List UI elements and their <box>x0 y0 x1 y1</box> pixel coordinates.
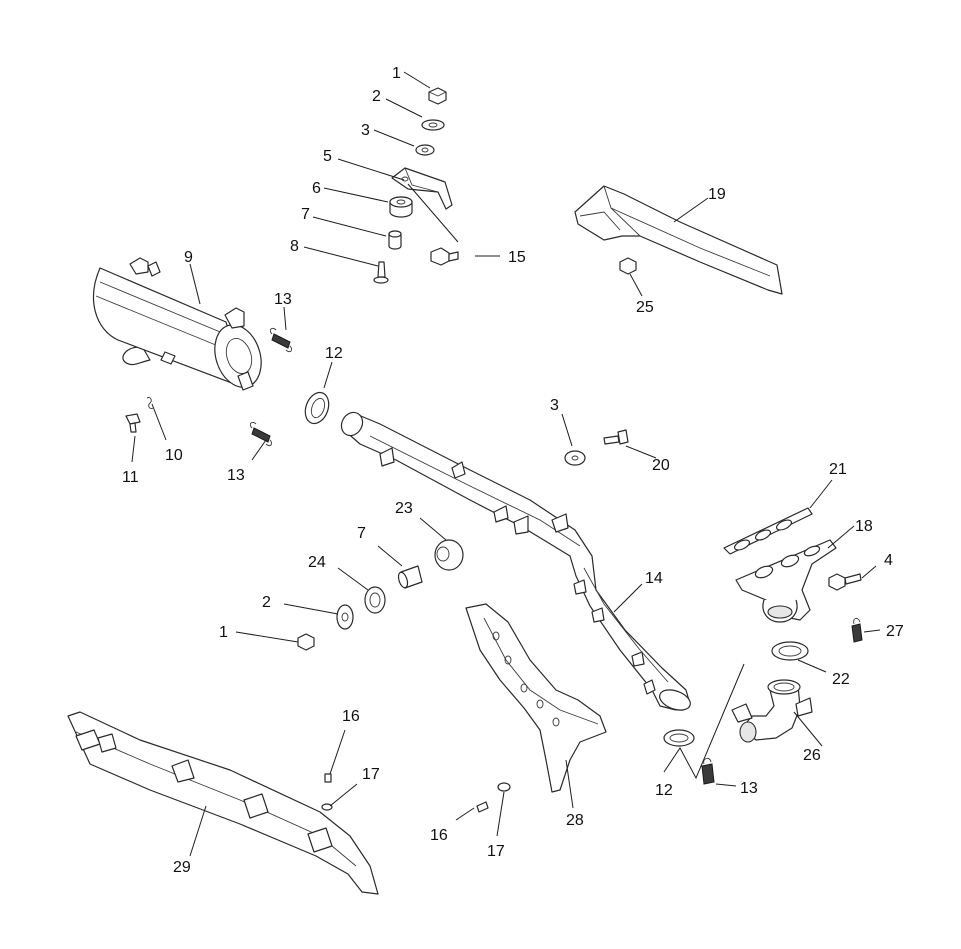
callout-23: 23 <box>395 500 413 517</box>
callout-14: 14 <box>645 570 663 587</box>
callout-13-upper: 13 <box>274 291 292 308</box>
callout-16-lower: 16 <box>430 827 448 844</box>
part-17-nut-lower <box>497 782 511 792</box>
part-2-washer-lower <box>336 604 354 630</box>
callout-27: 27 <box>886 623 904 640</box>
callout-7-middle: 7 <box>357 525 366 542</box>
part-8-bolt <box>373 261 389 284</box>
part-3-grommet-top <box>415 144 435 156</box>
part-29-heat-shield-long <box>67 711 379 895</box>
part-7-sleeve-top <box>388 230 402 250</box>
part-12-gasket-lower <box>663 729 695 747</box>
callout-12-upper: 12 <box>325 345 343 362</box>
leader-lines <box>131 71 881 857</box>
callout-16-upper: 16 <box>342 708 360 725</box>
part-7-sleeve-middle <box>397 565 423 589</box>
callout-3-top: 3 <box>361 122 370 139</box>
part-23-bushing <box>434 539 464 571</box>
part-1-nut-top <box>428 87 447 105</box>
callout-5: 5 <box>323 148 332 165</box>
part-16-screw-lower <box>476 801 489 813</box>
callout-1-lower: 1 <box>219 624 228 641</box>
callout-18: 18 <box>855 518 873 535</box>
part-22-gasket-ring <box>771 641 809 661</box>
part-28-heat-shield-lower <box>465 603 607 793</box>
part-9-muffler <box>92 257 262 391</box>
callout-10: 10 <box>165 447 183 464</box>
part-2-washer-top <box>421 119 445 131</box>
callout-12-lower: 12 <box>655 782 673 799</box>
part-21-gasket-plate <box>723 507 813 555</box>
callout-8: 8 <box>290 238 299 255</box>
callout-28: 28 <box>566 812 584 829</box>
callout-22: 22 <box>832 671 850 688</box>
part-15-flange-bolt <box>430 247 459 266</box>
callout-29: 29 <box>173 859 191 876</box>
part-14-head-pipe <box>340 411 691 711</box>
callout-11: 11 <box>122 469 139 486</box>
callout-17-lower: 17 <box>487 843 505 860</box>
callout-19: 19 <box>708 186 726 203</box>
part-4-manifold-bolt <box>828 573 862 591</box>
callout-labels: 1 2 3 5 6 7 8 15 9 13 12 10 11 13 19 25 … <box>122 65 904 876</box>
callout-13-left: 13 <box>227 467 245 484</box>
part-19-heat-shield-top <box>574 185 783 295</box>
part-13-spring-lower <box>701 757 715 785</box>
part-16-screw-upper <box>324 773 332 783</box>
callout-20: 20 <box>652 457 670 474</box>
part-1-nut-lower <box>297 633 315 651</box>
callout-21: 21 <box>829 461 847 478</box>
part-20-stud-bolt <box>603 429 629 445</box>
part-13-spring-left <box>249 421 273 447</box>
part-10-pin <box>146 397 154 409</box>
callout-17-upper: 17 <box>362 766 380 783</box>
part-26-elbow-pipe <box>731 679 813 743</box>
callout-6: 6 <box>312 180 321 197</box>
callout-15: 15 <box>508 249 526 266</box>
part-17-nut-upper <box>321 803 333 811</box>
callout-4: 4 <box>884 552 893 569</box>
part-3-grommet-middle <box>564 450 586 466</box>
callout-1-top: 1 <box>392 65 401 82</box>
callout-26: 26 <box>803 747 821 764</box>
part-12-gasket-upper <box>304 391 330 425</box>
callout-3-middle: 3 <box>550 397 559 414</box>
callout-13-lower: 13 <box>740 780 758 797</box>
part-25-shield-bolt <box>619 257 637 275</box>
callout-7-top: 7 <box>301 206 310 223</box>
part-13-spring-upper <box>269 327 293 353</box>
part-24-washer <box>364 586 386 614</box>
callout-2-lower: 2 <box>262 594 271 611</box>
part-18-manifold <box>735 539 837 623</box>
callout-9: 9 <box>184 249 193 266</box>
part-27-spring <box>851 617 863 643</box>
callout-2-top: 2 <box>372 88 381 105</box>
callout-24: 24 <box>308 554 326 571</box>
part-6-bushing <box>389 196 413 218</box>
part-11-clip-bolt <box>125 413 141 433</box>
callout-25: 25 <box>636 299 654 316</box>
